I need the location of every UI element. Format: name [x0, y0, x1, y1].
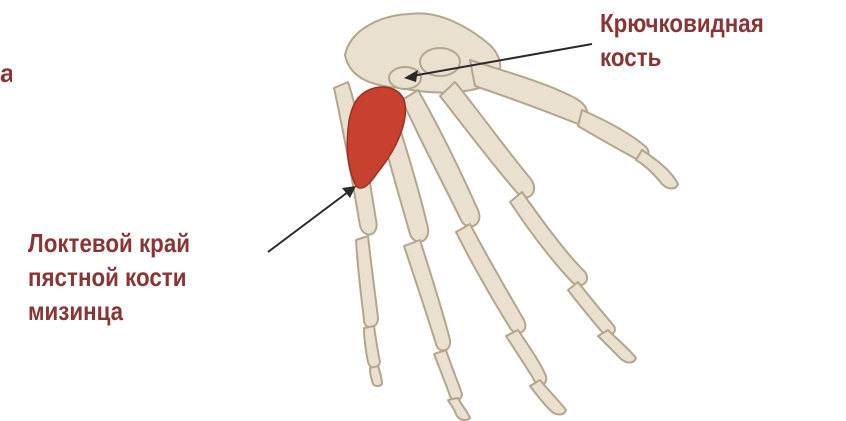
ulnar-edge-label-line-2: пястной кости	[28, 260, 190, 294]
ring-distal-phalanx	[448, 398, 470, 420]
ulnar-edge-label-line-1: Локтевой край	[28, 226, 190, 260]
little-distal-phalanx	[370, 366, 382, 386]
index-distal-phalanx	[598, 330, 636, 363]
ulnar-edge-label-line-3: мизинца	[28, 294, 190, 328]
thumb-distal-phalanx	[636, 150, 678, 189]
little-proximal-phalanx	[356, 236, 378, 327]
ring-middle-phalanx	[434, 350, 462, 400]
ulnar-edge-label: Локтевой край пястной кости мизинца	[28, 226, 190, 328]
thumb-proximal-phalanx	[578, 110, 649, 160]
hook-bone-label: Крючковидная кость	[600, 6, 764, 74]
hook-bone-label-line-1: Крючковидная	[600, 6, 764, 40]
hook-bone-label-line-2: кость	[600, 40, 764, 74]
thumb-metacarpal	[470, 60, 587, 124]
middle-middle-phalanx	[506, 330, 546, 385]
cropped-left-label: а	[0, 56, 12, 90]
middle-proximal-phalanx	[456, 224, 525, 333]
index-proximal-phalanx	[510, 192, 587, 285]
index-middle-phalanx	[568, 282, 615, 335]
ring-proximal-phalanx	[404, 240, 450, 350]
little-middle-phalanx	[364, 326, 380, 368]
hand-bones	[334, 13, 678, 420]
middle-distal-phalanx	[530, 380, 566, 415]
ulnar-edge-pointer-line	[268, 192, 348, 252]
